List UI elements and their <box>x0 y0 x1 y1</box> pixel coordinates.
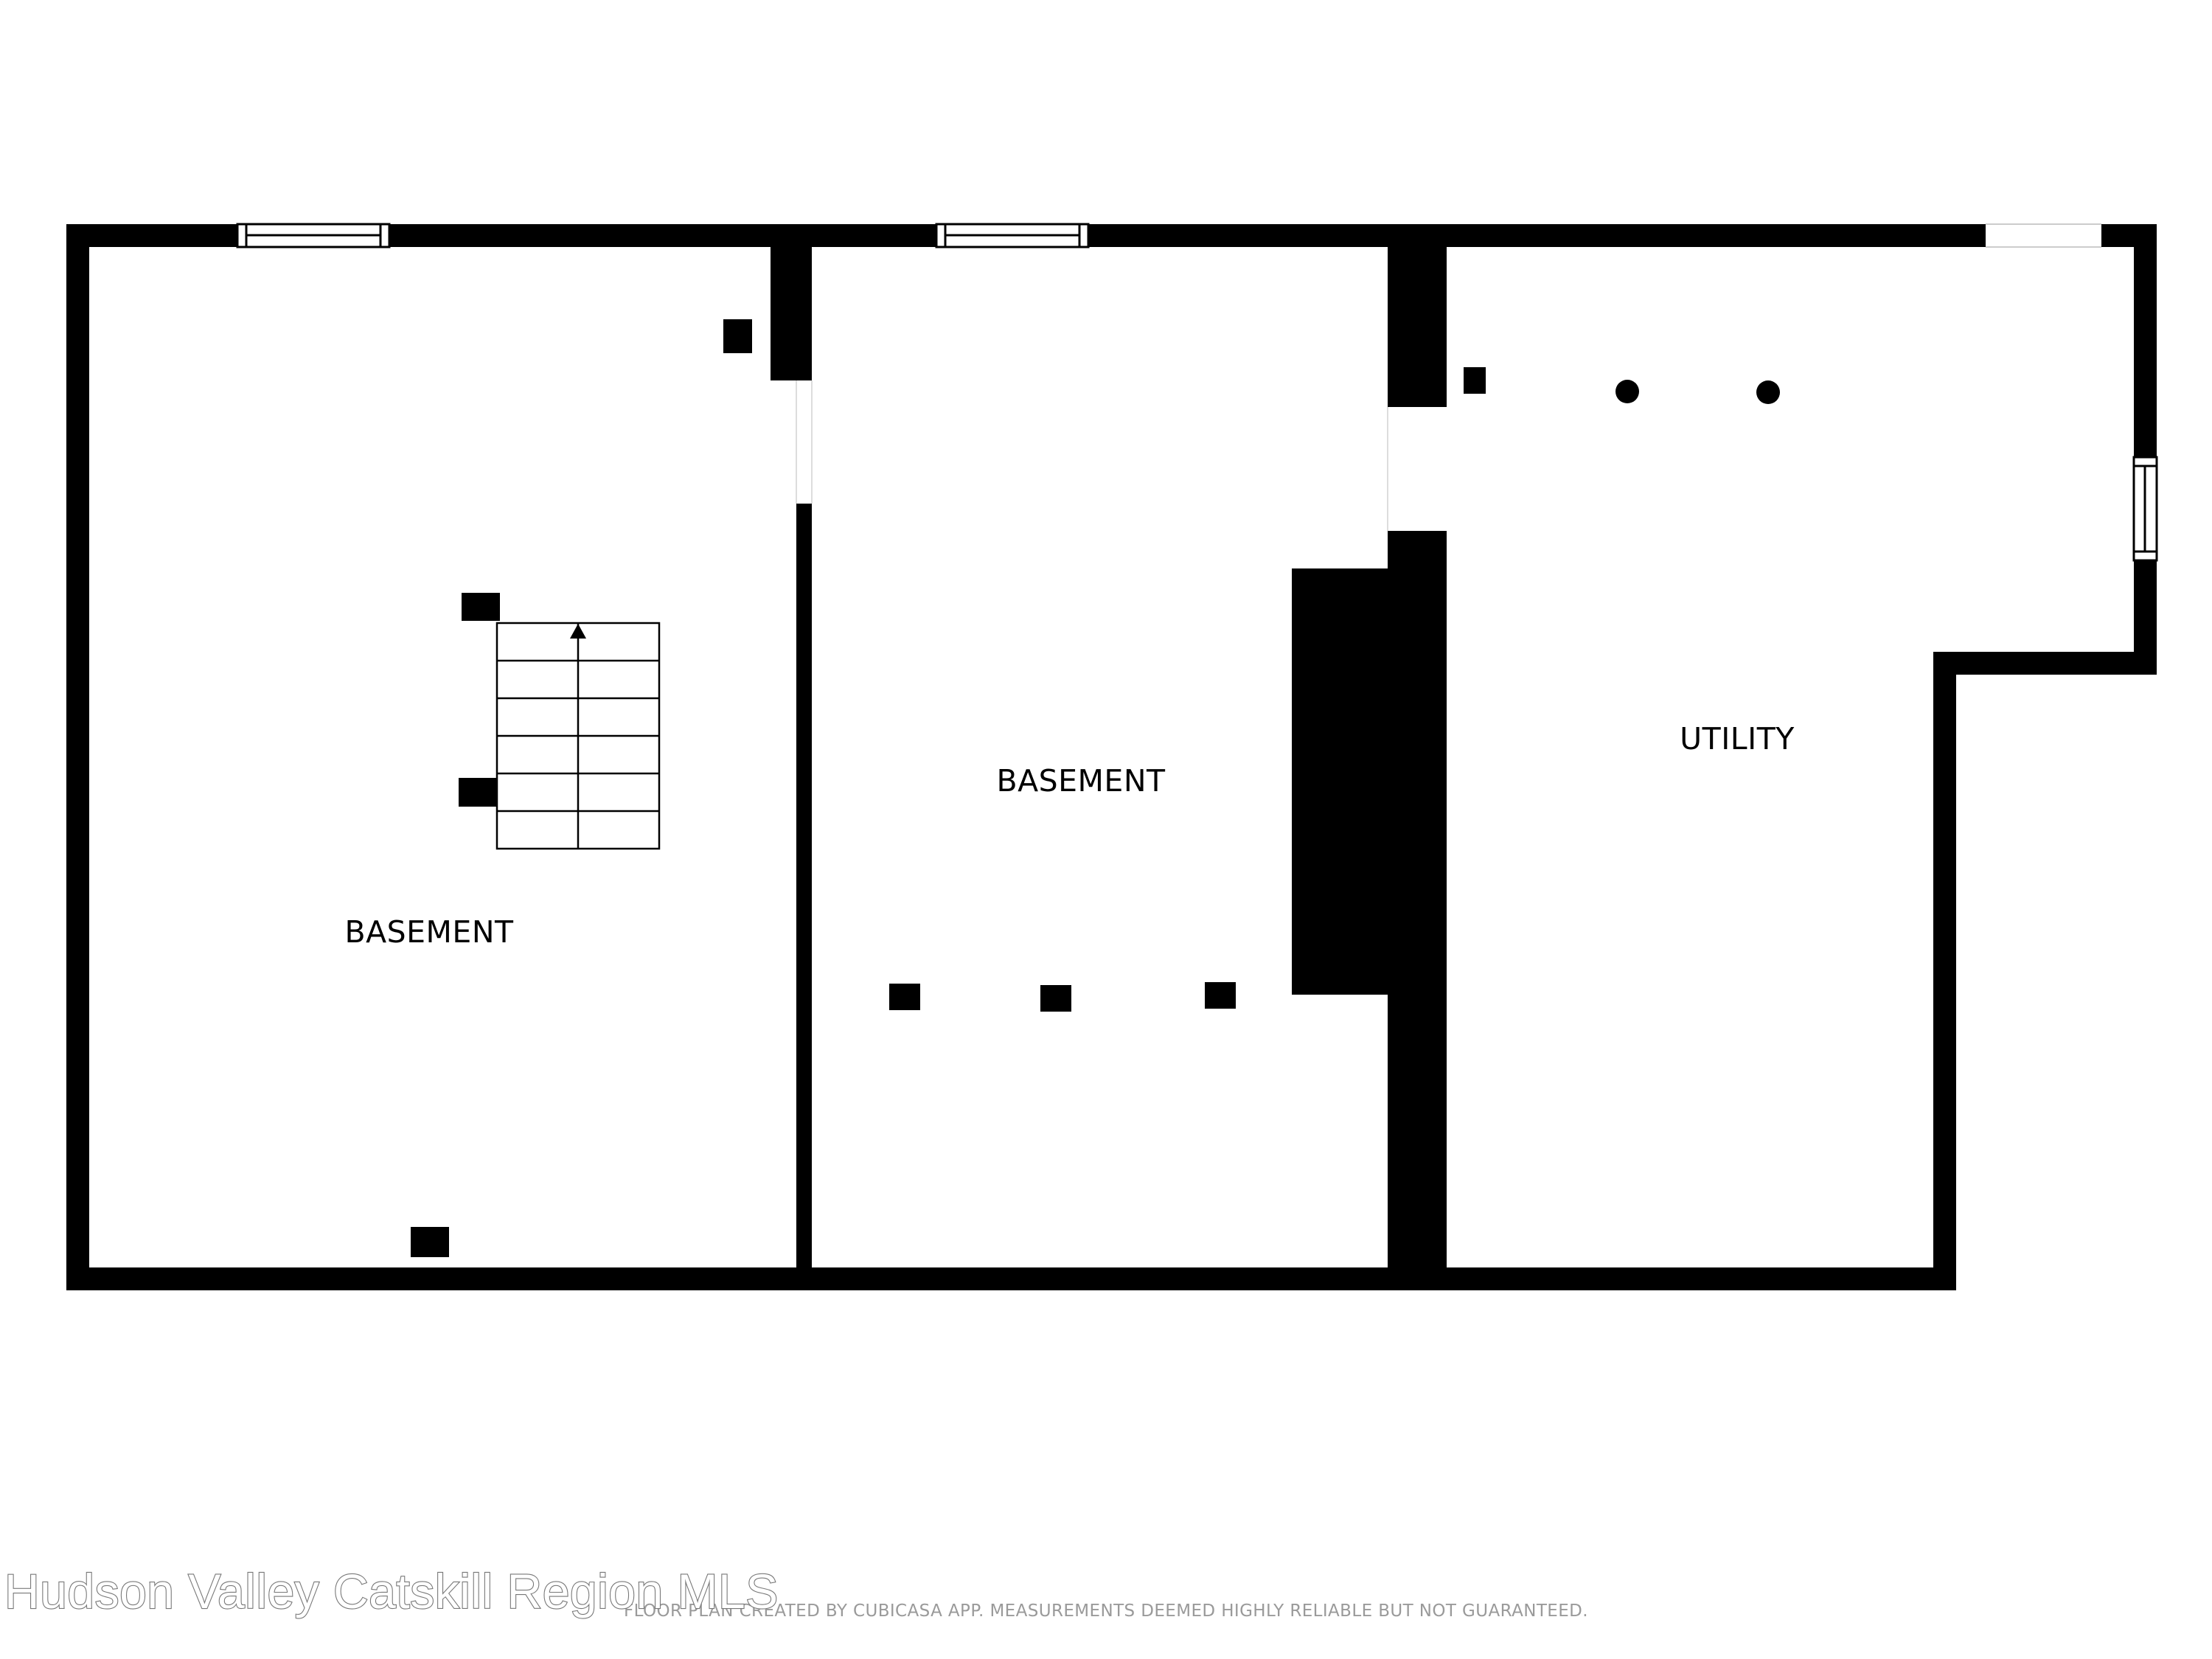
top-wall-seg-1 <box>66 224 237 247</box>
mls-watermark: Hudson Valley Catskill Region MLS <box>4 1564 779 1618</box>
top-wall-seg-3 <box>1088 224 1986 247</box>
disclaimer-text: FLOOR PLAN CREATED BY CUBICASA APP. MEAS… <box>624 1601 1588 1621</box>
support-column-icon <box>462 593 500 621</box>
opening-top-right <box>1986 223 2101 248</box>
staircase <box>495 622 661 850</box>
support-column-icon <box>1464 367 1486 394</box>
support-column-icon <box>1205 982 1236 1009</box>
chimney-block <box>1292 568 1447 995</box>
right-lower-wall <box>1933 652 1956 1290</box>
wall-west-center-upper <box>771 224 812 380</box>
left-wall <box>66 224 89 1290</box>
wall-west-center-lower <box>796 504 812 1290</box>
window-right-utility <box>2132 456 2158 562</box>
exterior-walls <box>66 224 2157 1290</box>
support-column-icon <box>723 319 752 353</box>
window-top-center <box>935 223 1090 248</box>
support-column-icon <box>459 778 497 807</box>
support-column-icon <box>411 1227 449 1257</box>
wall-center-utility-upper <box>1388 224 1447 407</box>
room-label-basement-west: BASEMENT <box>344 914 514 950</box>
room-label-utility: UTILITY <box>1680 721 1795 757</box>
right-wall-upper <box>2134 224 2157 457</box>
round-post-icon <box>1615 380 1639 403</box>
room-label-basement-center: BASEMENT <box>996 763 1166 799</box>
window-top-west <box>236 223 391 248</box>
support-column-icon <box>889 984 920 1010</box>
support-columns <box>411 319 1486 1257</box>
window-icon <box>236 223 2158 562</box>
support-column-icon <box>1040 985 1071 1012</box>
right-step-wall <box>1933 652 2157 675</box>
stair-up-arrow-icon <box>570 624 586 639</box>
top-wall-seg-2 <box>389 224 936 247</box>
door-openings <box>796 380 1388 531</box>
round-posts <box>1615 380 1780 404</box>
round-post-icon <box>1756 380 1780 404</box>
bottom-wall <box>66 1267 1956 1290</box>
interior-walls <box>771 224 1447 1290</box>
